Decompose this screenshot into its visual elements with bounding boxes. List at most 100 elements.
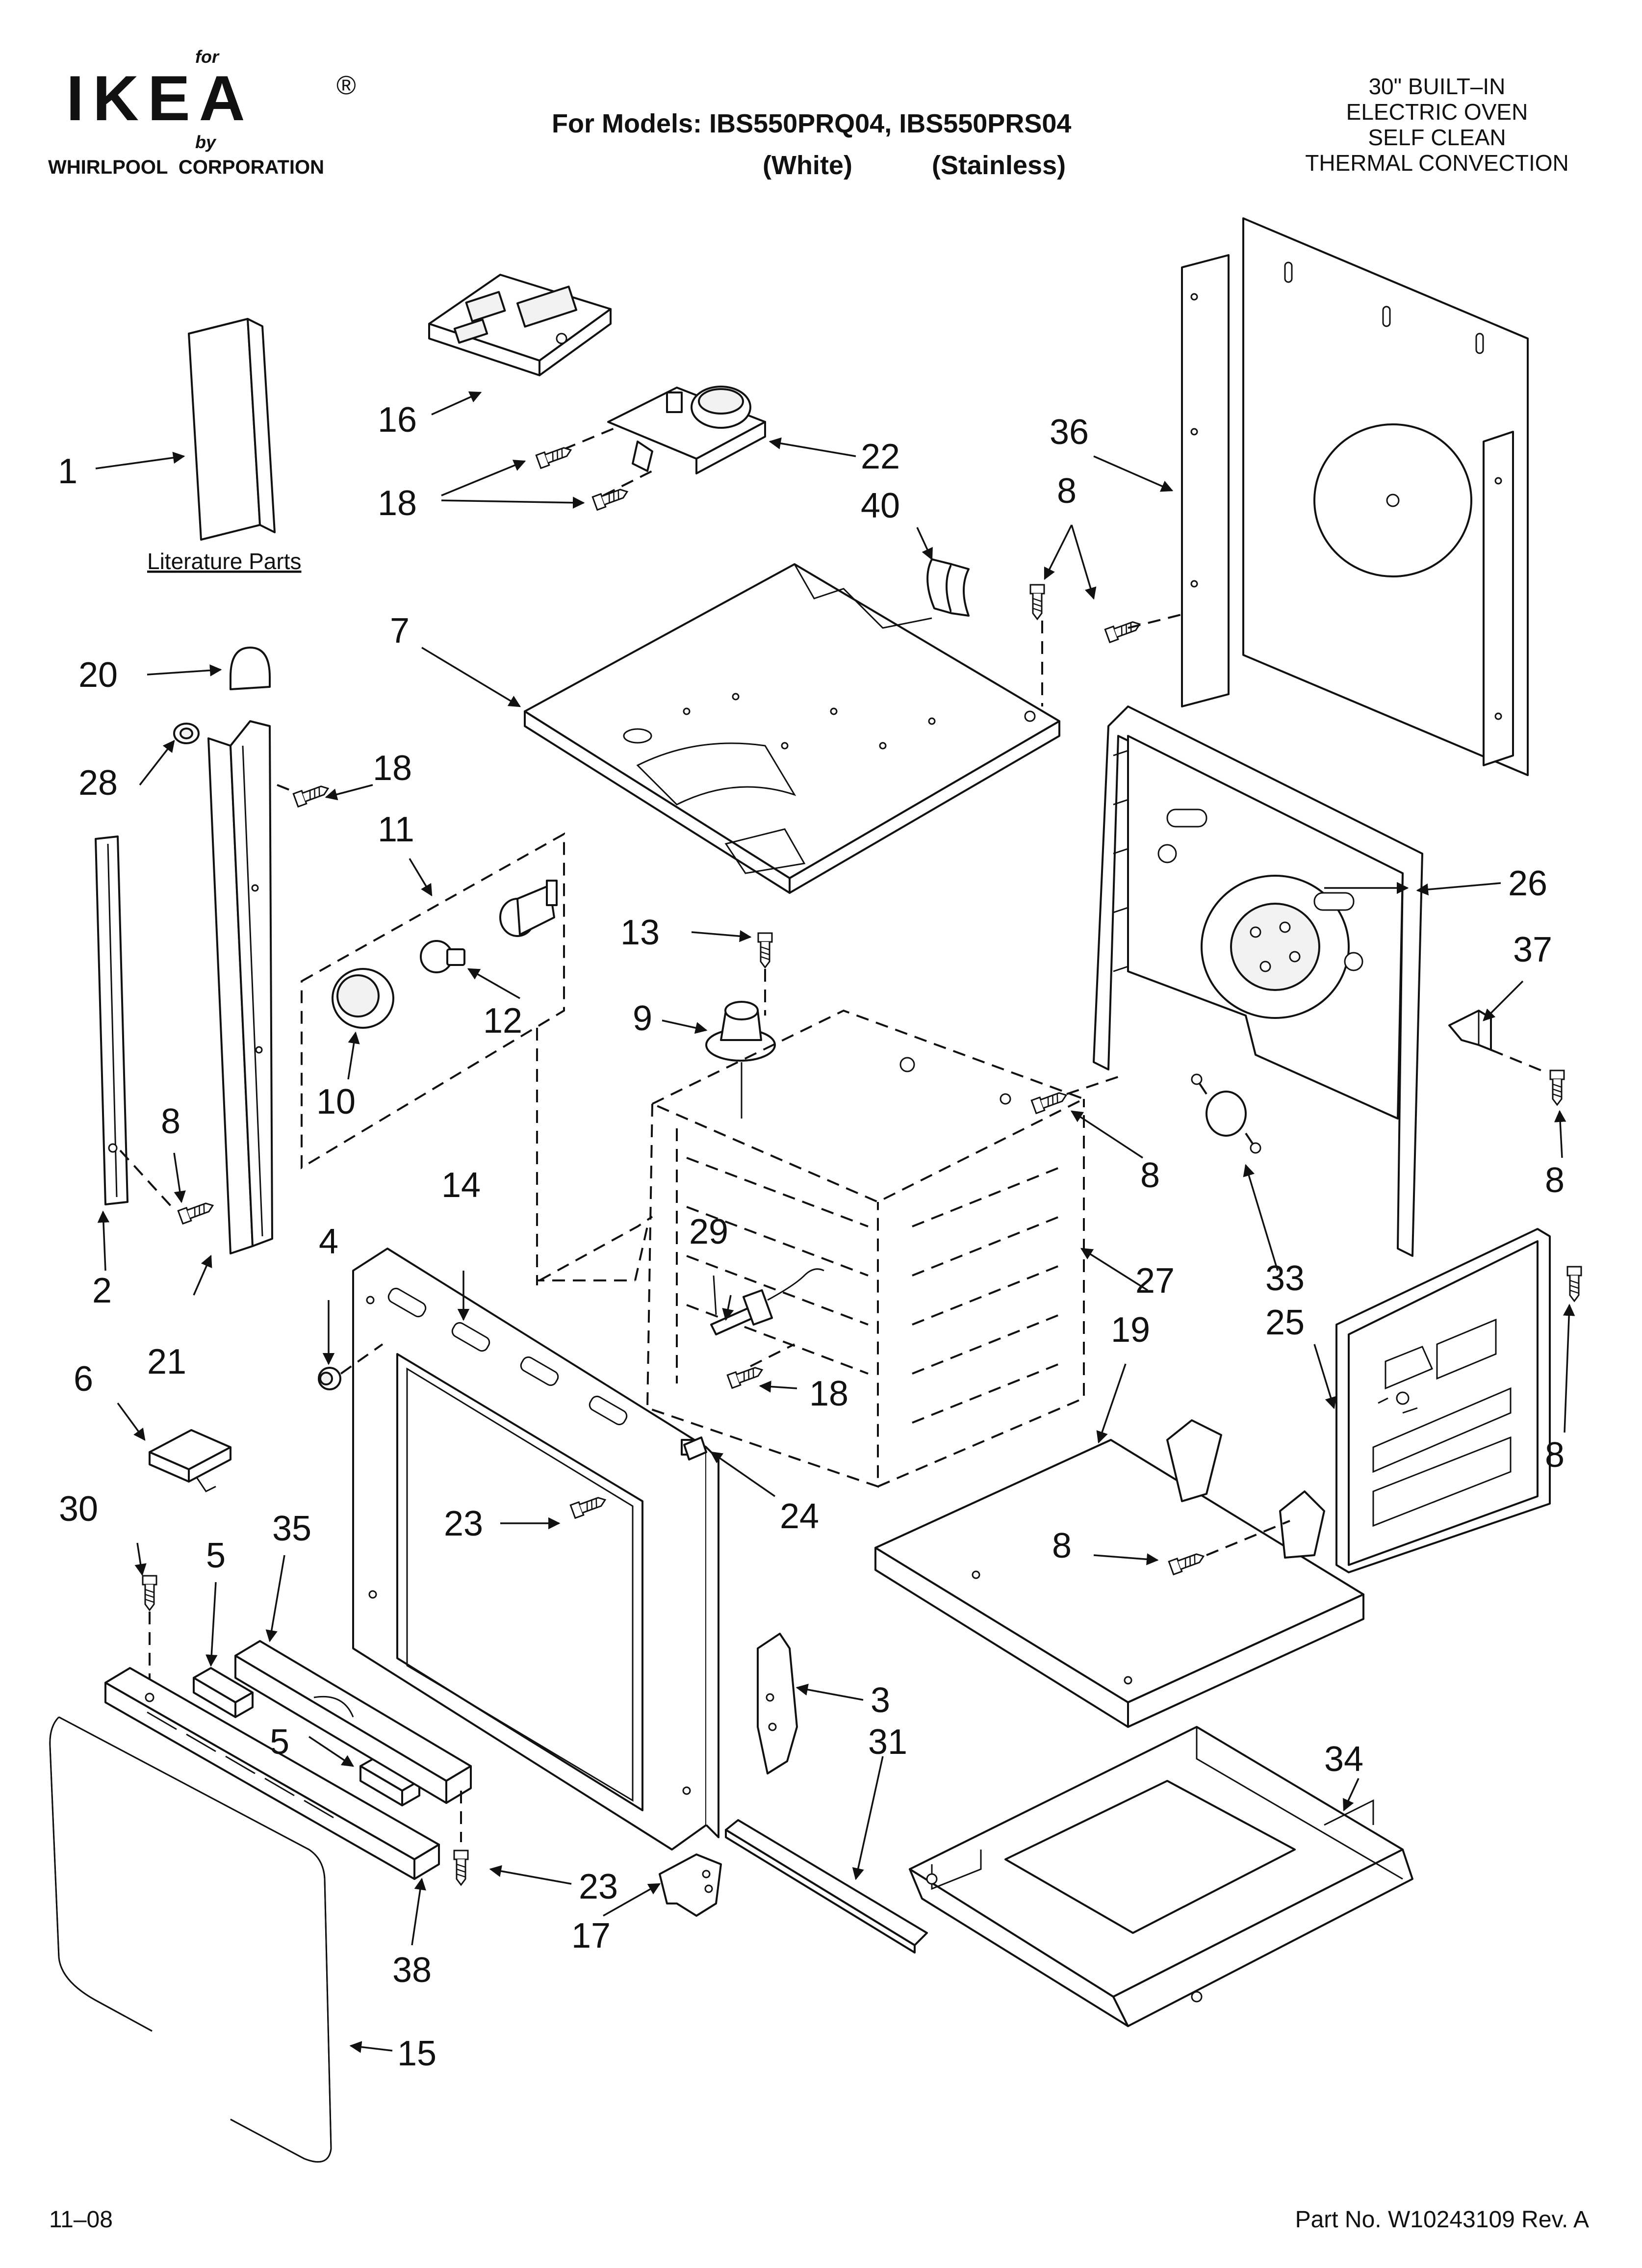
callout-33: 33: [1265, 1259, 1305, 1298]
part-8-screw-shelf: [1168, 1520, 1290, 1575]
part-19-bottom-shelf: [874, 1419, 1364, 1728]
callout-8-top: 8: [1057, 471, 1077, 511]
part-21-side-trim: [207, 720, 273, 1254]
date-code: 11–08: [49, 2207, 113, 2233]
callout-16: 16: [378, 400, 417, 440]
callout-20: 20: [78, 655, 118, 695]
part-31-trim-strip: [725, 1819, 928, 1954]
callout-8-shelf: 8: [1052, 1526, 1072, 1565]
part-29-oven-sensor: [710, 1268, 824, 1335]
callout-38: 38: [392, 1951, 432, 1990]
callout-14: 14: [441, 1166, 481, 1205]
part-24-hinge-receiver: [683, 1436, 707, 1460]
literature-parts-label: Literature Parts: [147, 548, 301, 574]
part-18-screws-top: [535, 443, 631, 511]
product-line-1: 30" BUILT–IN: [1369, 74, 1506, 99]
part-27-oven-cavity: [646, 1009, 1087, 1488]
callout-28: 28: [78, 763, 118, 803]
callout-19: 19: [1111, 1310, 1150, 1350]
variant-white: (White): [763, 151, 852, 180]
callout-40: 40: [861, 486, 900, 525]
variant-stainless: (Stainless): [932, 151, 1066, 180]
part-7-oven-top-panel: [524, 563, 1060, 894]
ikea-logo: IKEA: [66, 62, 254, 134]
product-line-3: SELF CLEAN: [1368, 125, 1506, 150]
part-1-literature: Literature Parts: [147, 318, 301, 574]
registered-mark: ®: [336, 71, 356, 100]
callout-24: 24: [780, 1497, 819, 1536]
part-11-light-group: [301, 832, 648, 1285]
part-12-lamp-bulb: [420, 940, 465, 973]
callout-35: 35: [272, 1509, 311, 1548]
part-15-door-gasket: [49, 1716, 332, 2163]
part-33-hi-limit: [1191, 1073, 1261, 1154]
part-26-convection-housing: [1093, 705, 1423, 1257]
callout-18-side: 18: [373, 749, 412, 788]
callout-13: 13: [620, 913, 660, 952]
callout-18-top: 18: [378, 484, 417, 523]
models-block: For Models: IBS550PRQ04, IBS550PRS04 (Wh…: [552, 109, 1071, 180]
brand-by-text: by: [195, 132, 217, 152]
brand-for-text: for: [195, 47, 220, 67]
part-38-vent-trim: [104, 1667, 440, 1880]
callout-34: 34: [1324, 1740, 1363, 1779]
part-18-screw-side: [277, 781, 332, 808]
part-9-thermal-cutoff: [705, 1001, 776, 1119]
callout-25: 25: [1265, 1303, 1305, 1342]
callout-4: 4: [319, 1222, 338, 1261]
callout-27: 27: [1135, 1261, 1175, 1301]
callout-36: 36: [1050, 413, 1089, 452]
callout-8-right: 8: [1545, 1161, 1565, 1200]
callout-30: 30: [59, 1489, 98, 1529]
part-36-rear-panel: [1181, 217, 1529, 776]
whirlpool-corporation: WHIRLPOOL CORPORATION: [48, 156, 324, 178]
callout-10: 10: [316, 1082, 356, 1121]
callout-2: 2: [92, 1271, 112, 1310]
part-34-bottom-tray: [909, 1726, 1413, 2027]
callout-31: 31: [868, 1722, 907, 1762]
part-number: Part No. W10243109 Rev. A: [1295, 2207, 1589, 2233]
part-18-screw-cavity: [726, 1343, 795, 1389]
callout-8-panel: 8: [1545, 1435, 1565, 1475]
part-6-door-switch: [149, 1429, 231, 1492]
models-line: For Models: IBS550PRQ04, IBS550PRS04: [552, 109, 1071, 138]
callout-21: 21: [147, 1342, 186, 1382]
callout-8-housing: 8: [1140, 1156, 1160, 1195]
callout-5-right: 5: [270, 1722, 289, 1762]
leader-lines: [95, 391, 1575, 2053]
part-23-screw-vent: [453, 1850, 469, 1886]
callout-17: 17: [571, 1916, 611, 1955]
part-8-screw-panel-25: [1566, 1266, 1582, 1302]
part-8-screws-top: [1029, 584, 1187, 706]
brand-block: for IKEA ® by WHIRLPOOL CORPORATION: [48, 47, 356, 178]
part-13-screw: [757, 932, 773, 1016]
callout-numbers: 1 16 18 22 40 7 36 8 20 28 18 11 12 10 1…: [58, 400, 1565, 2073]
callout-18-cavity: 18: [809, 1374, 848, 1413]
part-17-wire-clip: [659, 1853, 722, 1917]
product-line-2: ELECTRIC OVEN: [1346, 99, 1528, 125]
footer: 11–08 Part No. W10243109 Rev. A: [49, 2207, 1589, 2233]
callout-23-frame: 23: [444, 1504, 483, 1543]
ikea-logo-plate: [69, 73, 324, 122]
part-25-side-panel: [1335, 1228, 1551, 1573]
part-2-side-rail: [95, 835, 128, 1205]
product-description: 30" BUILT–IN ELECTRIC OVEN SELF CLEAN TH…: [1305, 74, 1569, 176]
callout-5-left: 5: [206, 1536, 226, 1575]
callout-3: 3: [871, 1681, 890, 1720]
callout-22: 22: [861, 437, 900, 476]
callout-12: 12: [483, 1001, 522, 1041]
callout-26: 26: [1508, 864, 1547, 903]
callout-15: 15: [397, 2034, 436, 2073]
part-14-front-frame: [352, 1248, 719, 1851]
part-4-plug-button: [318, 1343, 384, 1390]
product-line-4: THERMAL CONVECTION: [1305, 150, 1569, 176]
callout-1: 1: [58, 452, 77, 491]
callout-29: 29: [689, 1212, 728, 1251]
part-3-hinge-bracket: [757, 1633, 798, 1774]
part-8-screw-housing: [1030, 1076, 1119, 1114]
callout-8-side: 8: [161, 1102, 180, 1141]
part-35-bracket: [234, 1640, 472, 1842]
callout-37: 37: [1513, 930, 1552, 969]
callout-11: 11: [378, 810, 414, 849]
